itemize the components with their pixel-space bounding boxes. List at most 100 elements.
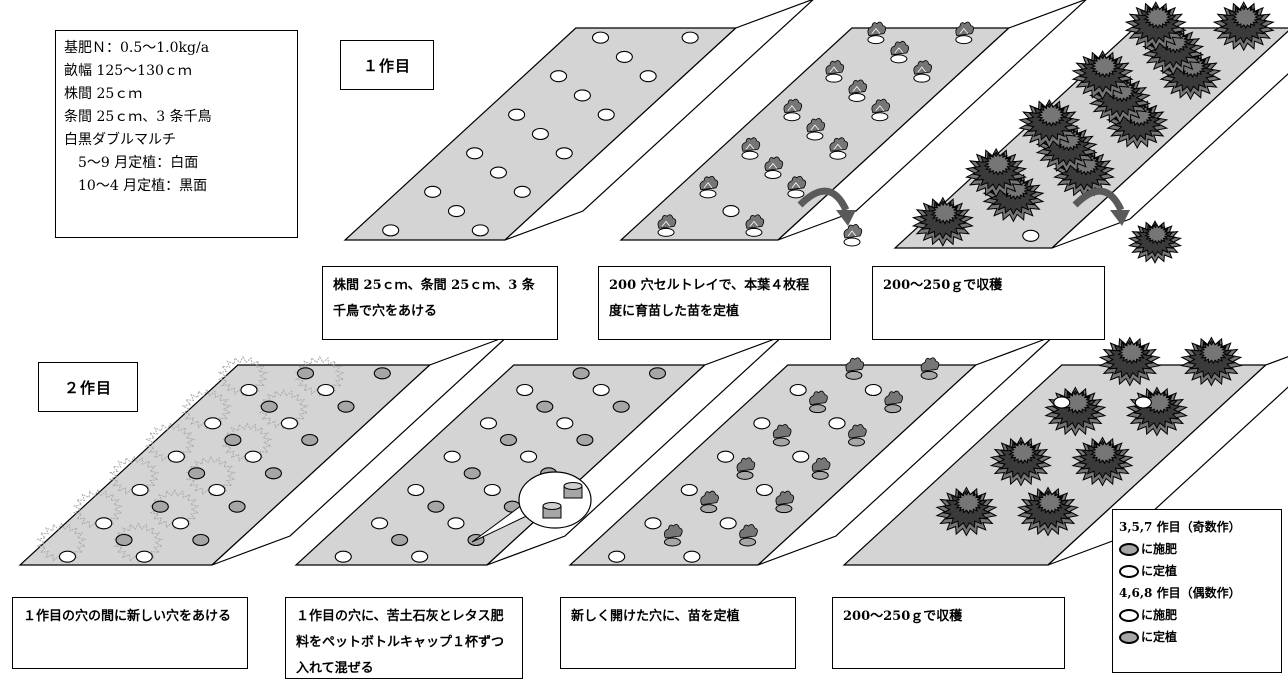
- white-hole-icon: [1119, 608, 1139, 622]
- crop2-title: ２作目: [38, 362, 138, 412]
- planting-hole: [1022, 229, 1040, 242]
- legend-odd-fertilize-label: に施肥: [1141, 542, 1178, 556]
- white-hole-icon: [1119, 564, 1139, 578]
- seedling-icon: [772, 424, 792, 447]
- planting-hole: [471, 224, 489, 237]
- gray-hole-icon: [1119, 630, 1139, 644]
- ghost-lettuce-icon: [149, 489, 200, 530]
- planting-hole: [1134, 396, 1152, 409]
- planting-hole: [753, 417, 771, 430]
- planting-hole: [391, 533, 409, 547]
- seedling-icon: [657, 214, 677, 237]
- planting-hole: [789, 383, 807, 397]
- planting-hole: [334, 550, 352, 563]
- planting-hole: [466, 147, 484, 160]
- spec-line: 基肥Ｎ：0.5～1.0kg/a: [64, 40, 210, 56]
- planting-hole: [479, 417, 498, 430]
- planting-hole: [592, 383, 610, 397]
- bottle-cap-icon: [542, 502, 562, 510]
- planting-hole: [151, 500, 169, 513]
- planting-hole: [499, 433, 518, 447]
- planting-hole: [520, 450, 538, 463]
- crop1-caption-1: 株間 25ｃｍ、条間 25ｃｍ、3 条千鳥で穴をあける: [322, 266, 558, 340]
- planting-hole: [228, 500, 246, 513]
- seedling-icon: [787, 175, 807, 199]
- transplant-arrow: [797, 187, 850, 212]
- planting-hole: [531, 127, 549, 141]
- spec-line: 株間 25ｃｍ: [64, 86, 143, 102]
- planting-hole: [382, 224, 400, 237]
- seedling-icon: [848, 424, 867, 447]
- planting-hole: [192, 533, 210, 547]
- planting-hole: [95, 517, 113, 530]
- seedling-icon: [783, 98, 803, 122]
- legend-even-header: 4,6,8 作目（偶数作）: [1119, 586, 1241, 600]
- planting-hole: [373, 367, 391, 380]
- crop2-caption-4: 200～250ｇで収穫: [832, 597, 1065, 669]
- planting-hole: [115, 533, 133, 547]
- legend-box: 3,5,7 作目（奇数作） に施肥 に定植 4,6,8 作目（偶数作） に施肥 …: [1112, 509, 1282, 673]
- lettuce-icon: [1035, 490, 1065, 515]
- legend-odd-header: 3,5,7 作目（奇数作）: [1119, 520, 1241, 534]
- bed-side: [777, 0, 1087, 241]
- planting-hole: [556, 417, 574, 430]
- spec-line: 条間 25ｃｍ、3 条千鳥: [64, 109, 212, 125]
- planting-hole: [443, 450, 461, 463]
- planting-hole: [1053, 396, 1071, 409]
- seedling-icon: [913, 60, 932, 83]
- seedling-icon: [890, 40, 910, 64]
- crop1-caption-2: 200 穴セルトレイで、本葉４枚程度に育苗した苗を定植: [598, 266, 831, 340]
- planting-hole: [407, 483, 425, 497]
- seedling-icon: [699, 175, 719, 199]
- spec-line: 5～9 月定植：白面: [64, 155, 199, 171]
- crop1-title: １作目: [340, 40, 434, 90]
- ghost-lettuce-icon: [221, 422, 273, 463]
- bed-side: [504, 0, 814, 241]
- seedling-icon: [920, 357, 940, 380]
- spec-box: 基肥Ｎ：0.5～1.0kg/a 畝幅 125～130ｃｍ 株間 25ｃｍ 条間 …: [55, 30, 298, 238]
- planting-hole: [508, 108, 526, 121]
- harvest-arrow: [1072, 187, 1125, 212]
- planting-hole: [755, 483, 774, 497]
- ghost-lettuce-icon: [36, 522, 87, 563]
- planting-hole: [828, 417, 846, 430]
- planting-hole: [644, 517, 662, 530]
- lettuce-icon: [1198, 340, 1229, 365]
- lettuce-icon: [930, 200, 960, 225]
- ghost-lettuce-icon: [145, 422, 196, 463]
- ghost-lettuce-icon: [294, 355, 345, 397]
- planting-hole: [208, 483, 226, 497]
- planting-hole: [296, 367, 315, 380]
- planting-hole: [683, 550, 701, 563]
- ghost-lettuce-icon: [113, 522, 164, 563]
- seedling-icon: [806, 118, 826, 141]
- seedling-icon: [871, 98, 891, 122]
- legend-odd-plant-label: に定植: [1141, 564, 1178, 578]
- seedling-icon: [955, 21, 974, 45]
- lettuce-icon: [953, 490, 984, 515]
- planting-hole: [576, 433, 594, 447]
- ghost-lettuce-icon: [185, 455, 237, 497]
- legend-even-fertilize: に施肥: [1119, 604, 1275, 626]
- seedling-icon: [845, 357, 865, 380]
- legend-odd-fertilize: に施肥: [1119, 538, 1275, 560]
- legend-even-fertilize-label: に施肥: [1141, 608, 1178, 622]
- seedling-icon: [809, 390, 828, 414]
- planting-hole: [550, 70, 568, 83]
- spec-line: 畝幅 125～130ｃｍ: [64, 63, 192, 79]
- planting-hole: [516, 383, 534, 397]
- planting-hole: [719, 517, 737, 530]
- planting-hole: [573, 89, 591, 102]
- bed-side: [1047, 356, 1288, 566]
- seedling-icon: [745, 214, 765, 237]
- seedling-icon: [741, 137, 761, 160]
- ghost-lettuce-icon: [258, 389, 309, 430]
- planting-hole: [597, 108, 615, 121]
- planting-hole: [371, 517, 389, 530]
- planting-hole: [648, 367, 667, 380]
- spec-line: 白黒ダブルマルチ: [64, 132, 176, 148]
- planting-hole: [615, 50, 633, 63]
- seedling-icon: [811, 457, 831, 480]
- lettuce-icon: [1142, 5, 1173, 30]
